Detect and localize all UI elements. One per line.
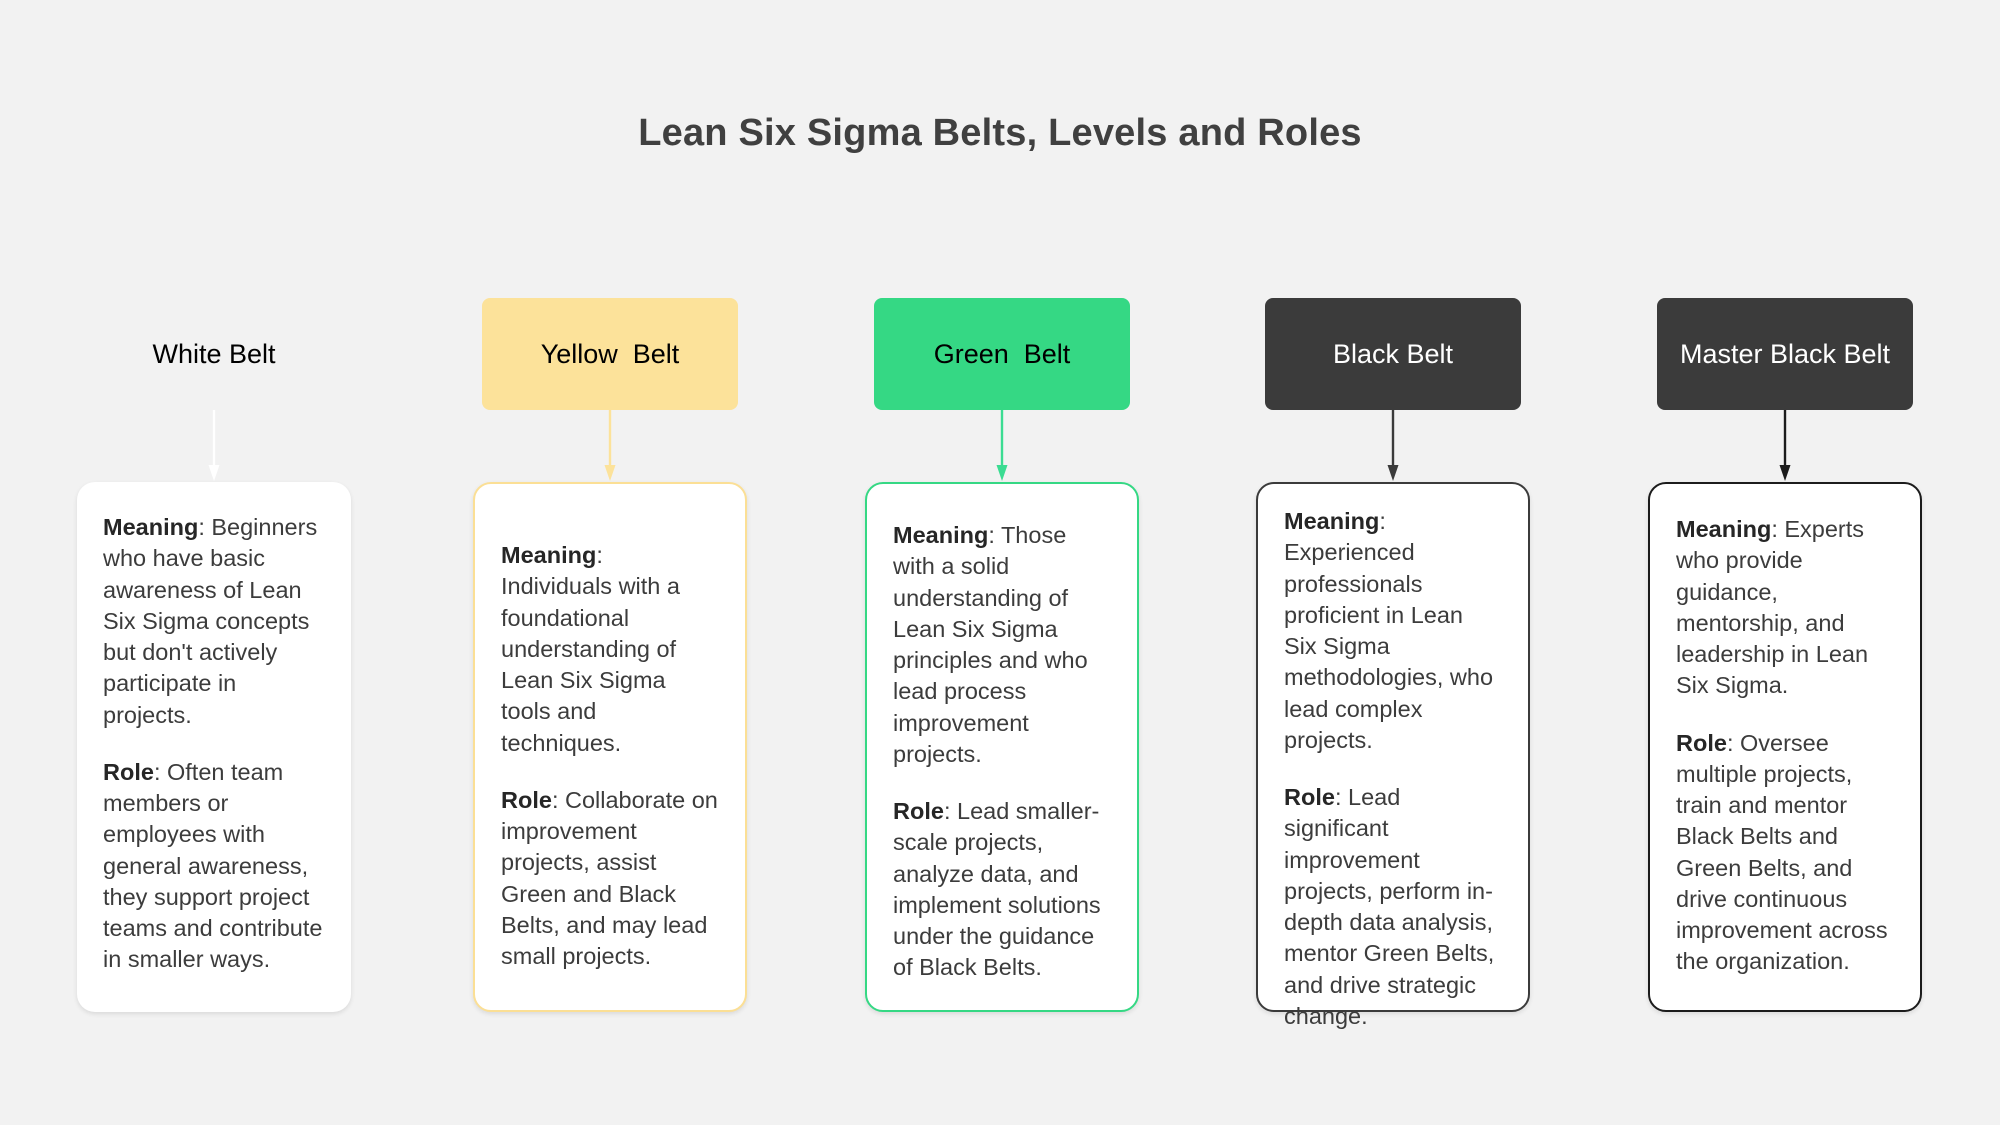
role-paragraph: Role: Lead significant improvement proje…	[1284, 782, 1502, 1032]
belt-description-card-master-black-belt: Meaning: Experts who provide guidance, m…	[1648, 482, 1922, 1012]
role-paragraph: Role: Often team members or employees wi…	[103, 757, 325, 976]
role-label: Role	[1284, 784, 1335, 810]
connector-arrow-black-belt	[1387, 410, 1399, 482]
belt-header-box-yellow-belt[interactable]: Yellow Belt	[482, 298, 738, 410]
belt-header-label: Green Belt	[933, 338, 1071, 369]
belt-description-card-green-belt: Meaning: Those with a solid understandin…	[865, 482, 1139, 1012]
meaning-paragraph: Meaning: Individuals with a foundational…	[501, 540, 719, 759]
belt-header-label: Yellow Belt	[540, 338, 680, 369]
meaning-text: : Experienced professionals proficient i…	[1284, 508, 1494, 753]
belt-header-box-master-black-belt[interactable]: Master Black Belt	[1657, 298, 1913, 410]
meaning-paragraph: Meaning: Experts who provide guidance, m…	[1676, 514, 1894, 702]
role-label: Role	[1676, 729, 1727, 756]
role-paragraph: Role: Collaborate on improvement project…	[501, 785, 719, 973]
belt-column-yellow-belt: Yellow Belt Meaning: Individuals with a …	[435, 0, 785, 1125]
role-text: : Lead smaller-scale projects, analyze d…	[893, 798, 1101, 981]
belt-header-box-black-belt[interactable]: Black Belt	[1265, 298, 1521, 410]
role-text: : Oversee multiple projects, train and m…	[1676, 729, 1888, 975]
role-paragraph: Role: Oversee multiple projects, train a…	[1676, 728, 1894, 978]
belt-description-card-black-belt: Meaning: Experienced professionals profi…	[1256, 482, 1530, 1029]
belt-column-white-belt: White Belt Meaning: Beginners who have b…	[39, 0, 389, 1125]
role-label: Role	[103, 758, 154, 785]
belt-header-label: Black Belt	[1332, 338, 1454, 369]
role-text: : Collaborate on improvement projects, a…	[501, 786, 718, 969]
meaning-text: : Those with a solid understanding of Le…	[893, 522, 1088, 767]
role-text: : Often team members or employees with g…	[103, 758, 323, 973]
meaning-text: : Individuals with a foundational unders…	[501, 542, 680, 756]
connector-arrow-yellow-belt	[604, 410, 616, 482]
belt-header-box-green-belt[interactable]: Green Belt	[874, 298, 1130, 410]
meaning-label: Meaning	[501, 542, 597, 568]
meaning-paragraph: Meaning: Those with a solid understandin…	[893, 520, 1111, 770]
belt-column-black-belt: Black Belt Meaning: Experienced professi…	[1218, 0, 1568, 1125]
role-paragraph: Role: Lead smaller-scale projects, analy…	[893, 796, 1111, 984]
page-title: Lean Six Sigma Belts, Levels and Roles	[638, 112, 1362, 154]
belt-header-label: White Belt	[152, 338, 276, 369]
belt-header-box-white-belt[interactable]: White Belt	[86, 298, 342, 410]
meaning-text: : Beginners who have basic awareness of …	[103, 514, 318, 728]
meaning-label: Meaning	[103, 514, 199, 540]
belt-column-master-black-belt: Master Black Belt Meaning: Experts who p…	[1610, 0, 1960, 1125]
meaning-label: Meaning	[893, 522, 989, 548]
connector-arrow-master-black-belt	[1779, 410, 1791, 482]
belt-column-green-belt: Green Belt Meaning: Those with a solid u…	[827, 0, 1177, 1125]
role-text: : Lead significant improvement projects,…	[1284, 784, 1495, 1029]
belt-description-card-yellow-belt: Meaning: Individuals with a foundational…	[473, 482, 747, 1012]
meaning-text: : Experts who provide guidance, mentorsh…	[1676, 516, 1869, 699]
connector-arrow-green-belt	[996, 410, 1008, 482]
belt-description-card-white-belt: Meaning: Beginners who have basic awaren…	[77, 482, 351, 1012]
role-label: Role	[501, 786, 552, 813]
belt-header-label: Master Black Belt	[1679, 338, 1891, 369]
meaning-label: Meaning	[1284, 508, 1380, 534]
connector-arrow-white-belt	[208, 410, 220, 482]
meaning-paragraph: Meaning: Experienced professionals profi…	[1284, 506, 1502, 756]
meaning-label: Meaning	[1676, 516, 1772, 542]
meaning-paragraph: Meaning: Beginners who have basic awaren…	[103, 512, 325, 731]
role-label: Role	[893, 798, 944, 824]
